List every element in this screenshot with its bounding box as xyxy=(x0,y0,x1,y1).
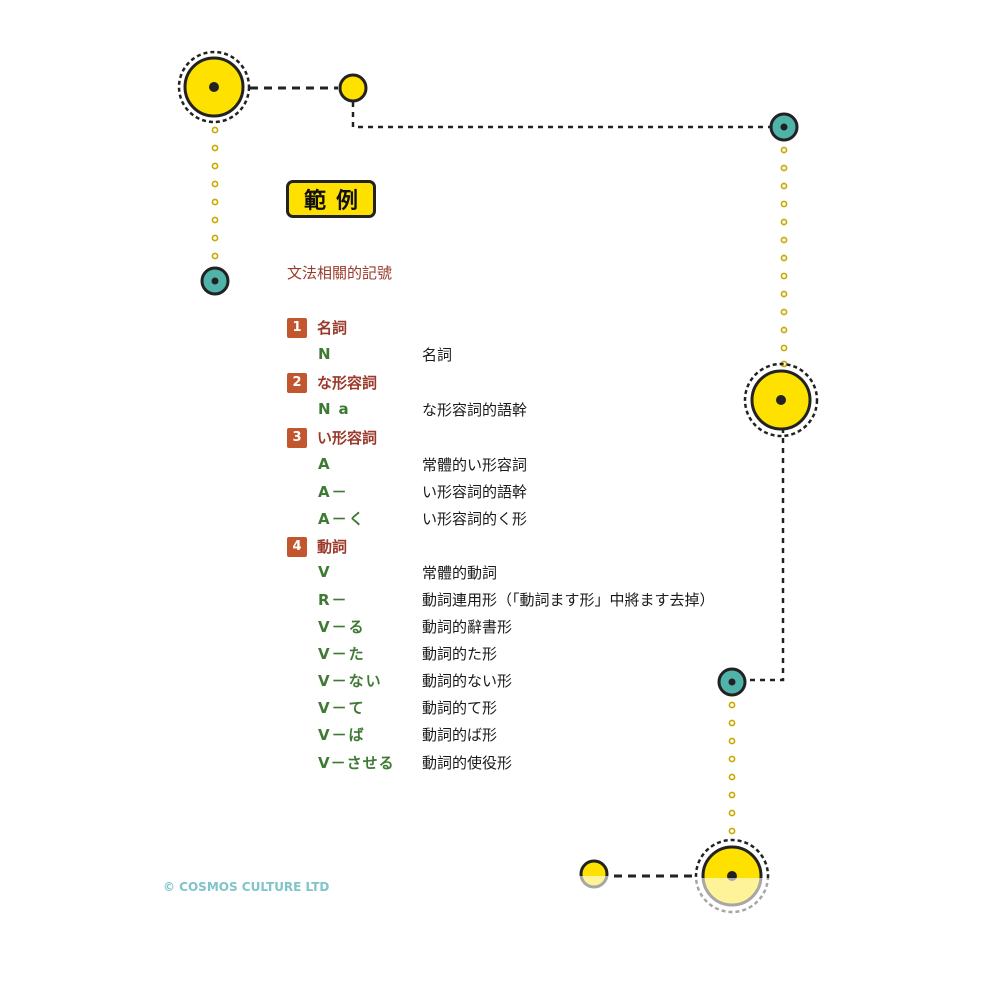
section-number-badge: 3 xyxy=(287,427,307,448)
list-item: R－ 動詞連用形（「動詞ます形」中將ます去掉） xyxy=(318,588,715,610)
entry-description: 常體的い形容詞 xyxy=(422,455,528,474)
entry-symbol: N xyxy=(318,345,333,363)
list-item: A－く い形容詞的く形 xyxy=(318,507,527,529)
list-item: V－ば 動詞的ば形 xyxy=(318,723,497,745)
entry-symbol: V－ない xyxy=(318,671,383,690)
section-number-badge: 4 xyxy=(287,536,307,557)
entry-symbol: V－させる xyxy=(318,753,395,772)
section-i-adjective: 3 い形容詞 xyxy=(287,427,377,448)
list-item: N 名詞 xyxy=(318,343,452,365)
list-item: V－ない 動詞的ない形 xyxy=(318,669,512,691)
entry-symbol: V－る xyxy=(318,617,366,636)
entry-description: い形容詞的く形 xyxy=(422,509,528,528)
list-item: V－た 動詞的た形 xyxy=(318,642,497,664)
entry-description: 名詞 xyxy=(422,345,453,364)
entry-description: 動詞連用形（「動詞ます形」中將ます去掉） xyxy=(422,590,715,609)
entry-symbol: A－く xyxy=(318,509,366,528)
section-title: な形容詞 xyxy=(317,374,378,392)
entry-description: 常體的動詞 xyxy=(422,563,498,582)
entry-symbol: V xyxy=(318,563,332,581)
entry-description: な形容詞的語幹 xyxy=(422,400,528,419)
section-noun: 1 名詞 xyxy=(287,317,347,338)
section-title: 名詞 xyxy=(317,319,348,337)
entry-symbol: R－ xyxy=(318,590,349,609)
page-title: 範例 xyxy=(286,180,376,218)
entry-description: 動詞的使役形 xyxy=(422,753,513,772)
entry-symbol: A xyxy=(318,455,332,473)
list-item: V 常體的動詞 xyxy=(318,561,497,583)
list-item: Na な形容詞的語幹 xyxy=(318,398,527,420)
list-item: V－て 動詞的て形 xyxy=(318,696,497,718)
section-verb: 4 動詞 xyxy=(287,536,347,557)
list-item: A－ い形容詞的語幹 xyxy=(318,480,527,502)
entry-symbol: V－た xyxy=(318,644,366,663)
page-subtitle: 文法相關的記號 xyxy=(287,264,393,282)
entry-symbol: V－て xyxy=(318,698,366,717)
entry-description: 動詞的ない形 xyxy=(422,671,513,690)
entry-description: 動詞的辭書形 xyxy=(422,617,513,636)
copyright-notice: © COSMOS CULTURE LTD xyxy=(163,880,330,894)
entry-description: 動詞的て形 xyxy=(422,698,498,717)
section-number-badge: 1 xyxy=(287,317,307,338)
section-title: い形容詞 xyxy=(317,429,378,447)
entry-symbol: A－ xyxy=(318,482,349,501)
entry-description: 動詞的ば形 xyxy=(422,725,498,744)
entry-symbol: Na xyxy=(318,400,357,418)
entry-symbol: V－ば xyxy=(318,725,366,744)
list-item: A 常體的い形容詞 xyxy=(318,453,527,475)
list-item: V－る 動詞的辭書形 xyxy=(318,615,512,637)
section-title: 動詞 xyxy=(317,538,348,556)
section-number-badge: 2 xyxy=(287,372,307,393)
list-item: V－させる 動詞的使役形 xyxy=(318,751,512,773)
section-na-adjective: 2 な形容詞 xyxy=(287,372,377,393)
entry-description: い形容詞的語幹 xyxy=(422,482,528,501)
entry-description: 動詞的た形 xyxy=(422,644,498,663)
